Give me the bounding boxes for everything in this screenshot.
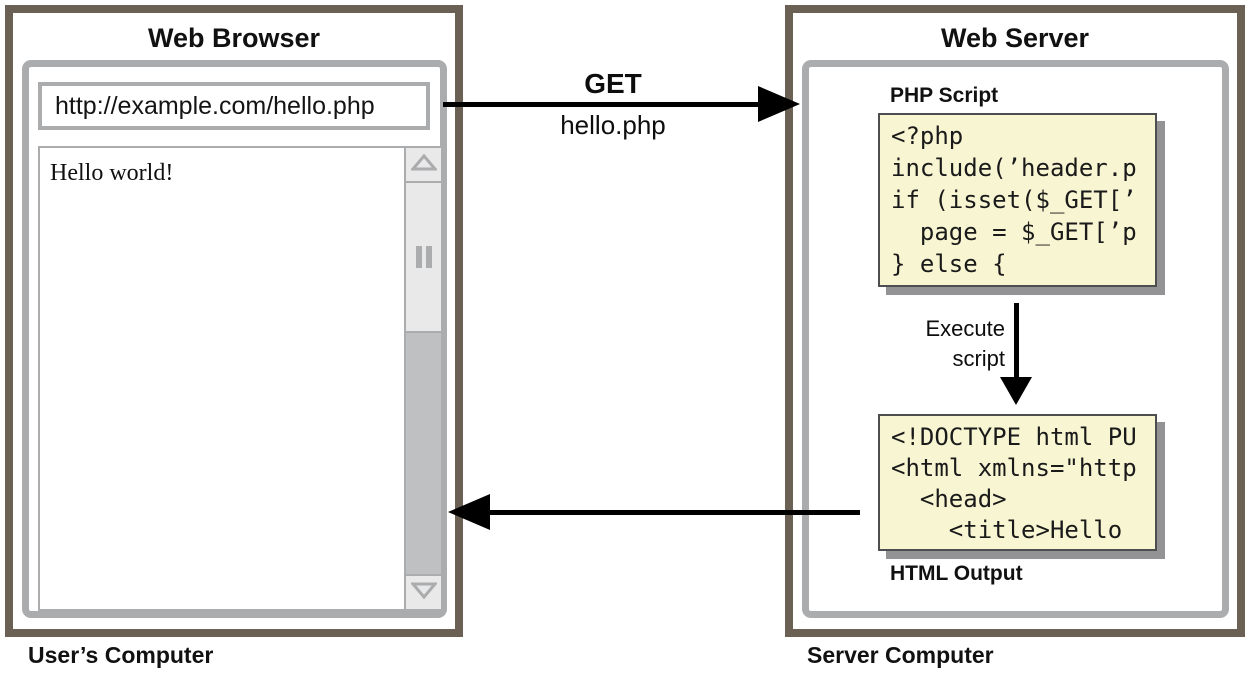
request-file-label: hello.php — [560, 110, 666, 140]
scroll-down-button[interactable] — [406, 574, 441, 609]
execute-label-line: script — [952, 346, 1005, 371]
html-output-label: HTML Output — [890, 562, 1023, 585]
scroll-down-icon — [409, 582, 438, 604]
php-script-code-box: <?php include(’header.p if (isset($_GET[… — [878, 113, 1157, 287]
scrollbar-thumb[interactable] — [406, 183, 441, 333]
php-script-label: PHP Script — [890, 84, 999, 107]
server-computer-caption: Server Computer — [807, 642, 994, 668]
browser-viewport: Hello world! — [38, 146, 443, 611]
code-line: <?php — [891, 122, 964, 150]
code-line: if (isset($_GET[’ — [891, 186, 1137, 214]
execute-script-label: Execute script — [855, 314, 1006, 374]
execute-arrow-head — [1000, 377, 1032, 405]
code-line: <html xmlns="http — [891, 454, 1137, 482]
html-output-code-box: <!DOCTYPE html PU <html xmlns="http <hea… — [878, 414, 1157, 551]
code-line: include(’header.p — [891, 154, 1137, 182]
thumb-grip — [425, 246, 432, 268]
users-computer-caption: User’s Computer — [28, 642, 214, 668]
scrollbar[interactable] — [404, 148, 441, 609]
request-method-label: GET — [584, 68, 642, 99]
browser-title: Web Browser — [147, 23, 321, 53]
execute-label-line: Execute — [925, 316, 1006, 341]
request-arrow-head — [758, 86, 800, 122]
server-title: Web Server — [940, 23, 1090, 53]
scroll-up-icon — [409, 153, 438, 176]
page-content-text: Hello world! — [50, 160, 174, 186]
code-line: } else { — [891, 250, 1007, 278]
code-line: <head> — [891, 485, 1007, 513]
code-line: <!DOCTYPE html PU — [891, 423, 1137, 451]
response-arrow-head — [448, 494, 490, 530]
url-field[interactable]: http://example.com/hello.php — [38, 82, 430, 130]
code-line: <link href="s — [891, 546, 1155, 549]
code-line: page = $_GET[’p — [891, 218, 1137, 246]
scroll-up-button[interactable] — [406, 148, 441, 183]
url-text: http://example.com/hello.php — [55, 91, 375, 120]
response-arrow-shaft — [486, 510, 860, 515]
code-line: <title>Hello — [891, 516, 1123, 544]
thumb-grip — [415, 246, 422, 268]
request-arrow-shaft — [443, 102, 761, 107]
execute-arrow-shaft — [1014, 303, 1019, 379]
